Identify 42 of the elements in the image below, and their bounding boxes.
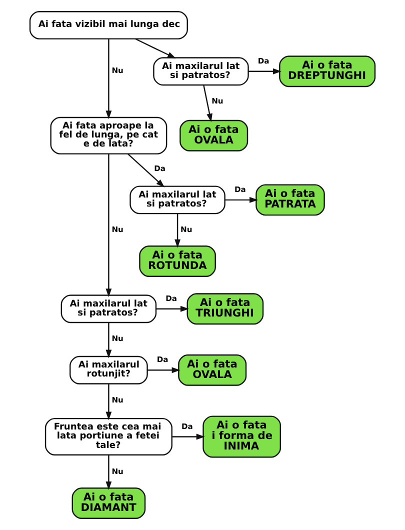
edge-label: Da	[154, 164, 166, 173]
node-box: Ai maxilarul rotunjit?	[70, 356, 148, 384]
node-box: Ai maxilarul lat si patratos?	[130, 186, 226, 214]
arrow	[225, 196, 258, 203]
node-box: Ai o fata OVALA	[180, 120, 248, 152]
arrow	[135, 38, 176, 58]
arrow	[147, 367, 180, 374]
arrow	[106, 322, 112, 358]
node-box: Ai o fata TRIUNGHI	[186, 293, 264, 325]
arrow	[127, 153, 165, 188]
node-box: Ai fata aproape la fel de lunga, pe cat e de lata?	[50, 116, 168, 154]
node-box: Ai o fata DREPTUNGHI	[279, 56, 376, 88]
node-box: Ai o fata i forma de INIMA	[202, 416, 282, 458]
edge-label: Da	[156, 355, 168, 364]
edge-label: Nu	[212, 96, 224, 106]
node-box: Ai o fata DIAMANT	[72, 488, 146, 520]
arrow	[172, 434, 205, 440]
arrow	[106, 154, 112, 298]
edge-label: Da	[234, 185, 246, 194]
node-box: Ai maxilarul lat si patratos?	[153, 57, 249, 86]
node-box: Fruntea este cea mai lata portiune a fetei tale?	[44, 418, 172, 456]
edge-label: Nu	[112, 334, 124, 344]
arrow	[106, 454, 112, 490]
arrow	[156, 306, 189, 312]
node-box: Ai o fata OVALA	[178, 354, 247, 386]
arrow	[248, 68, 282, 74]
edge-label: Nu	[112, 395, 124, 404]
arrow	[106, 384, 112, 420]
arrow	[203, 85, 212, 122]
node-box: Ai o fata PATRATA	[256, 184, 325, 216]
edge-label: Nu	[180, 225, 192, 234]
arrow	[174, 214, 180, 248]
node-box: Ai fata vizibil mai lunga dec	[29, 10, 188, 40]
edge-label: Da	[182, 422, 193, 431]
edge-label: Da	[258, 56, 270, 66]
node-box: Ai maxilarul lat si patratos?	[60, 294, 157, 324]
edge-label: Nu	[112, 66, 124, 75]
arrow	[106, 38, 112, 120]
node-box: Ai o fata ROTUNDA	[139, 245, 216, 277]
edge-label: Nu	[112, 225, 124, 234]
edge-label: Da	[166, 294, 177, 303]
edge-label: Nu	[112, 467, 124, 476]
